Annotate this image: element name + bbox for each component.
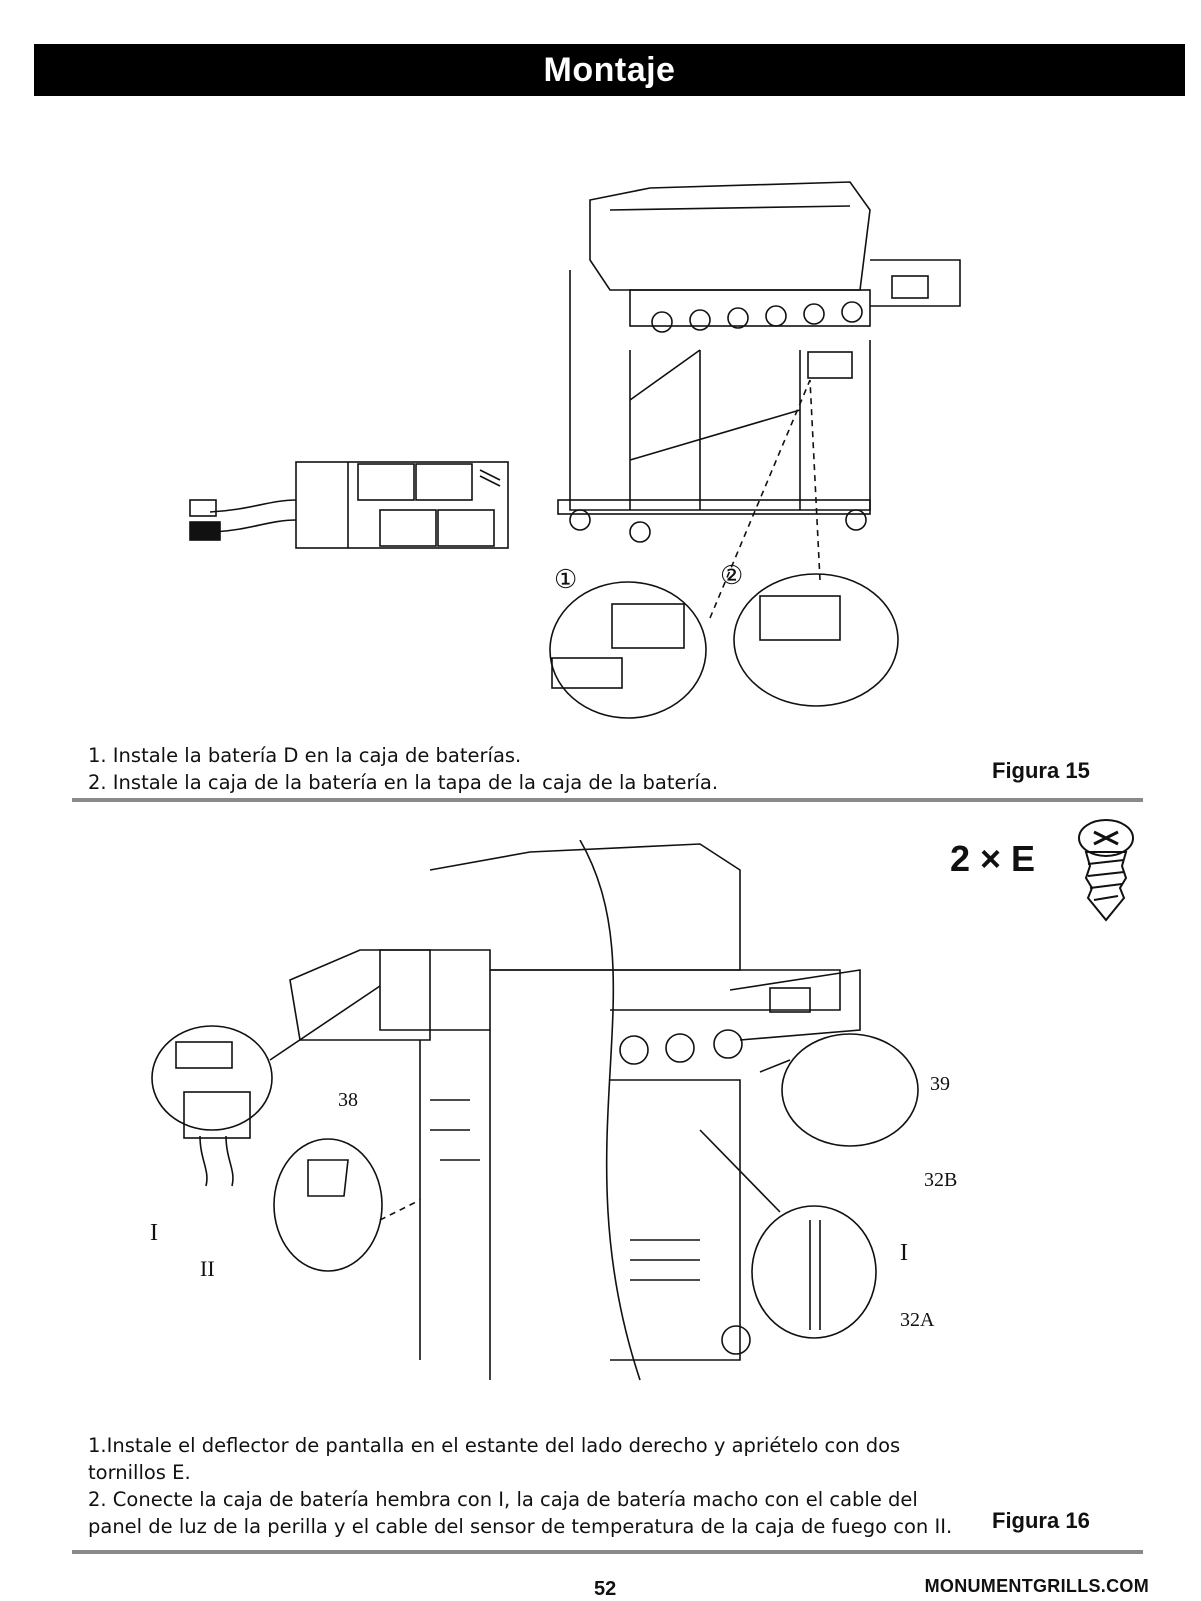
detail-views-16 bbox=[151, 985, 919, 1339]
callout-38: 38 bbox=[338, 1089, 358, 1111]
instruction-line: 2. Instale la caja de la batería en la t… bbox=[88, 771, 719, 794]
battery-box-drawing bbox=[189, 461, 509, 549]
grill-cutaway-drawing bbox=[289, 840, 861, 1381]
callout-II-left: II bbox=[200, 1256, 215, 1281]
callout-I-left: I bbox=[150, 1220, 158, 1246]
screw-icon bbox=[1078, 819, 1134, 922]
header-bar: Montaje bbox=[34, 44, 1185, 96]
instruction-line: panel de luz de la perilla y el cable de… bbox=[88, 1515, 953, 1538]
figure-16-instructions: 1.Instale el deflector de pantalla en el… bbox=[88, 1432, 952, 1540]
instruction-line: 2. Conecte la caja de batería hembra con… bbox=[88, 1488, 918, 1511]
step-marker-1: ① bbox=[554, 565, 577, 594]
figure-16-label: Figura 16 bbox=[992, 1508, 1090, 1533]
callout-I-right: I bbox=[900, 1240, 908, 1266]
figure-15-illustration: ① ② bbox=[189, 181, 961, 719]
instruction-line: 1. Instale la batería D en la caja de ba… bbox=[88, 744, 522, 767]
grill-drawing bbox=[557, 181, 961, 543]
figure-16-illustration: 38 39 32B 32A I II I bbox=[150, 840, 957, 1381]
instruction-line: tornillos E. bbox=[88, 1461, 191, 1484]
figure-15-instructions: 1. Instale la batería D en la caja de ba… bbox=[88, 742, 718, 796]
instruction-line: 1.Instale el deflector de pantalla en el… bbox=[88, 1434, 901, 1457]
callout-32a: 32A bbox=[900, 1309, 935, 1331]
page-title: Montaje bbox=[543, 50, 676, 89]
figure-15-label: Figura 15 bbox=[992, 758, 1090, 783]
section-divider bbox=[72, 1550, 1143, 1554]
detail-views bbox=[549, 379, 899, 719]
step-marker-2: ② bbox=[720, 561, 743, 590]
callout-32b: 32B bbox=[924, 1169, 957, 1191]
screw-quantity: 2 × E bbox=[950, 838, 1036, 879]
footer-website: MONUMENTGRILLS.COM bbox=[924, 1576, 1149, 1596]
section-divider bbox=[72, 798, 1143, 802]
callout-39: 39 bbox=[930, 1073, 950, 1095]
page-number: 52 bbox=[594, 1578, 617, 1600]
